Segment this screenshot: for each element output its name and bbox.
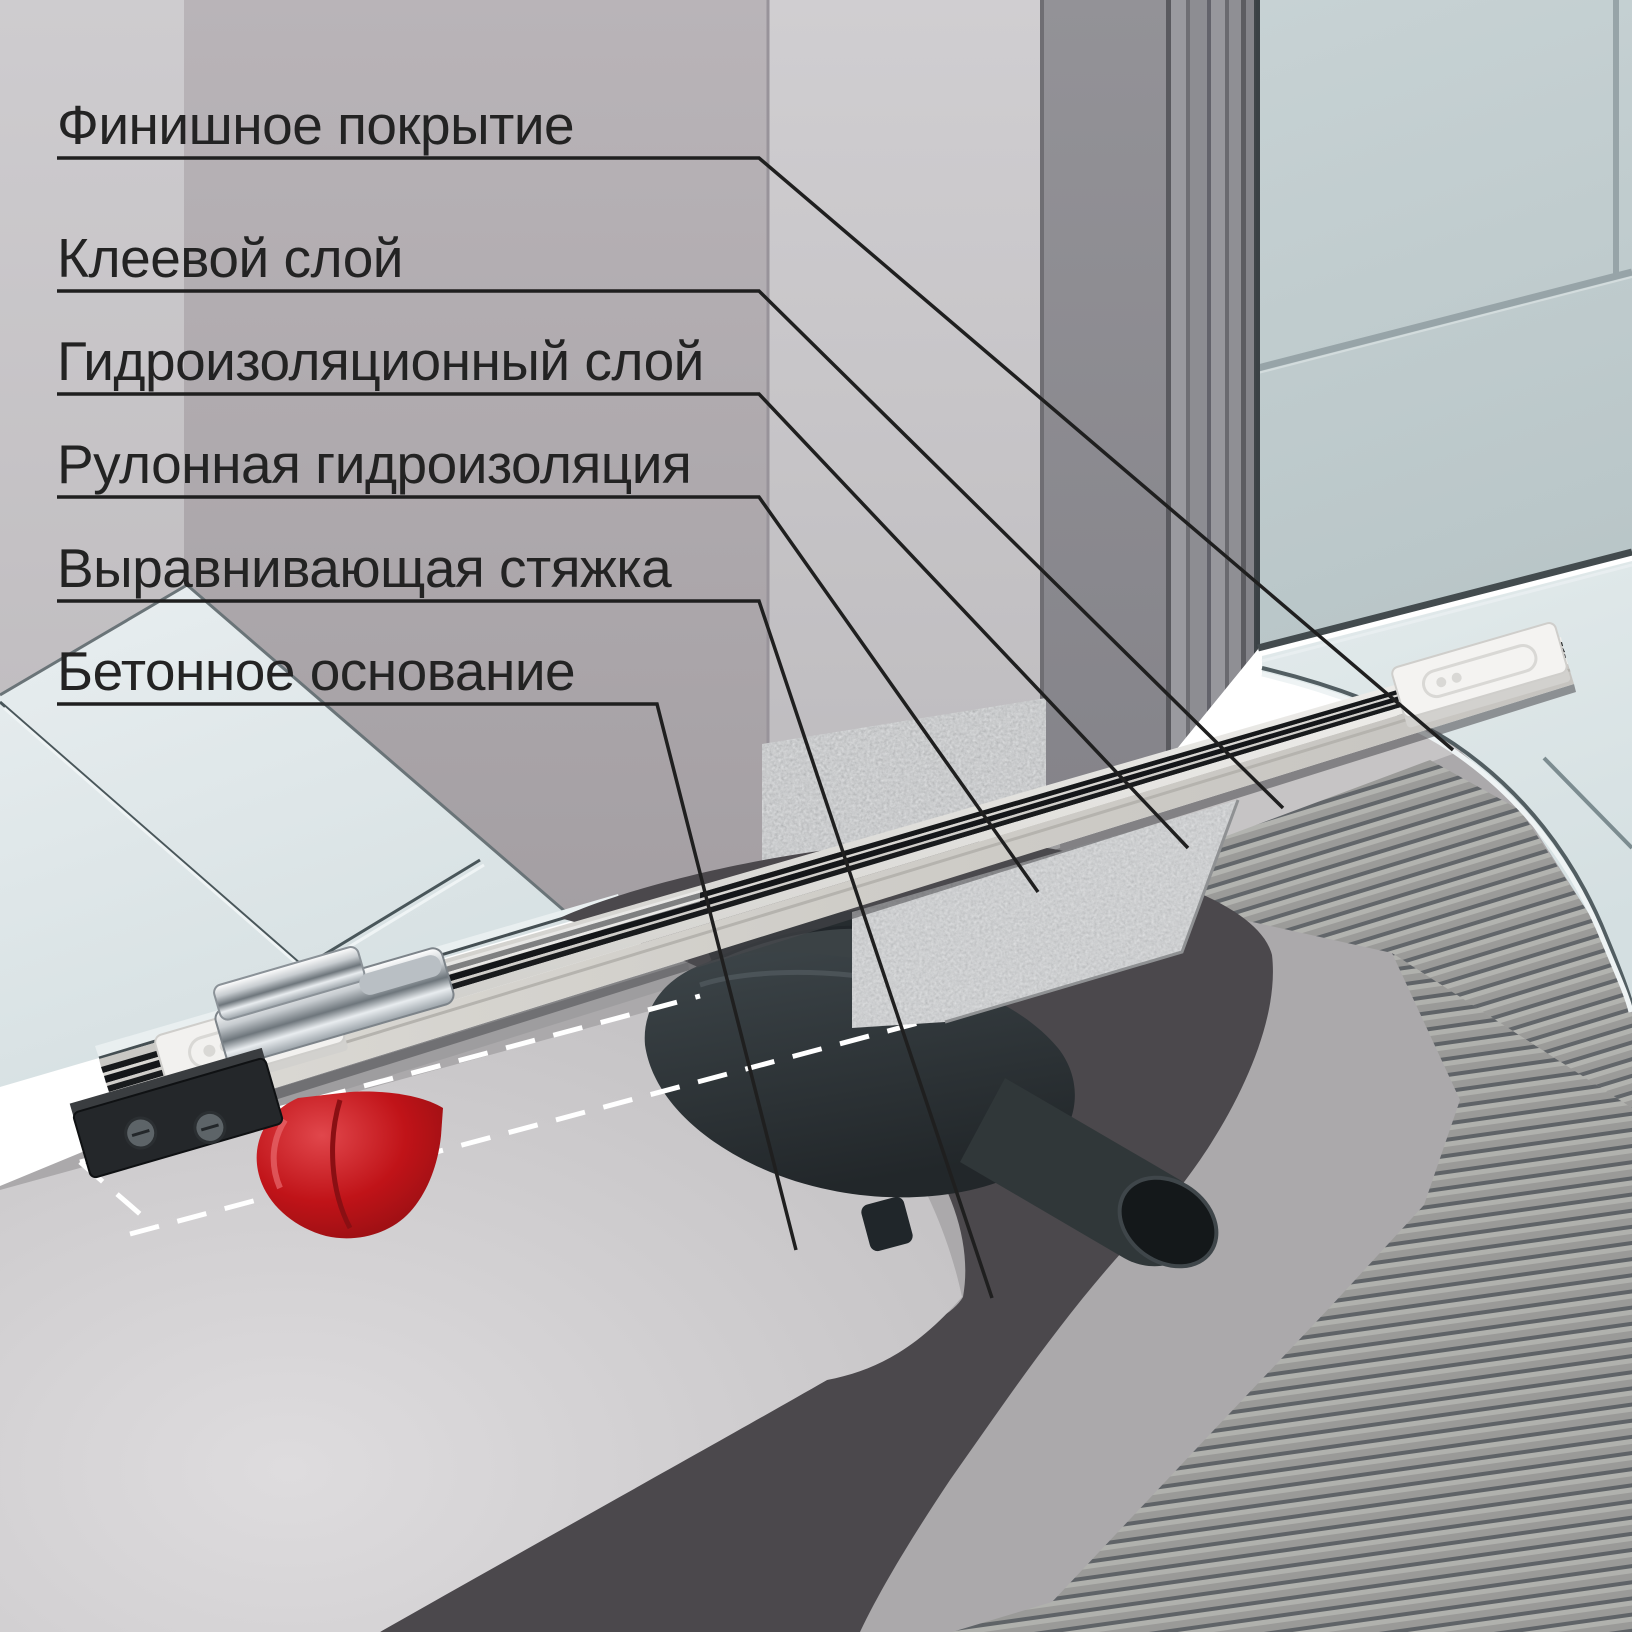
- tile-grout-highlight: [3, 706, 335, 998]
- layer-labels: Финишное покрытие Клеевой слой Гидроизол…: [57, 94, 704, 702]
- sheet-edge-shadow: [944, 799, 1240, 1024]
- leader-leveling-screed: [57, 599, 994, 1299]
- right-tile-wall-edge: [1261, 563, 1632, 663]
- leader-waterproofing-layer: [57, 392, 1190, 850]
- tile-wall-junction-left: [0, 583, 188, 697]
- label-roll-waterproofing: Рулонная гидроизоляция: [57, 433, 691, 495]
- right-tile-edge-shadow: [1261, 666, 1632, 1007]
- channel-end-cap-far: [1391, 622, 1571, 728]
- drain-mount-tab: [861, 1196, 913, 1252]
- wall-floor-shadow: [1257, 548, 1632, 652]
- grate-slot-3: [107, 654, 1566, 1092]
- channel-flange: [112, 664, 1574, 1136]
- flange-crease: [115, 668, 1571, 1114]
- tile-grout-line: [0, 700, 331, 992]
- grate-rib-2: [106, 652, 1565, 1086]
- combed-adhesive-field: [952, 953, 1632, 1632]
- screed-cut-edge: [380, 840, 1273, 1632]
- tile-wall-junction: [186, 583, 576, 922]
- leader-finish-coating: [57, 156, 1455, 752]
- leader-lines: [57, 156, 1455, 1299]
- label-adhesive-layer: Клеевой слой: [57, 227, 403, 289]
- leader-roll-waterproofing: [57, 495, 1040, 894]
- pipe-end: [1117, 1175, 1219, 1269]
- grate-rail-top: [99, 637, 1562, 1067]
- cap-logo-emboss: [1422, 643, 1538, 699]
- background-walls: [0, 0, 1632, 920]
- wall-tile-seam-horizontal: [1257, 268, 1632, 372]
- foot-crease: [330, 1099, 353, 1230]
- grate-slot-1: [101, 642, 1563, 1073]
- grate-slot-2: [104, 648, 1565, 1083]
- grate-rib-1: [103, 646, 1563, 1076]
- foot-highlight: [270, 1118, 288, 1190]
- label-concrete-base: Бетонное основание: [57, 640, 575, 702]
- channel-under-shadow: [121, 684, 1576, 1147]
- mounting-bracket: [69, 1047, 284, 1179]
- right-tile-grout: [1542, 756, 1632, 850]
- grate-rail-bottom: [109, 658, 1568, 1103]
- drain-channel: [69, 622, 1576, 1179]
- wall-tile-seam-highlight: [1257, 276, 1632, 374]
- height-adjustment-foot: [256, 1091, 443, 1239]
- chrome-clamp: [213, 946, 455, 1067]
- left-wall: [0, 0, 184, 695]
- recessed-wall: [1042, 0, 1166, 799]
- roll-waterproofing-sheet: [852, 799, 1240, 1028]
- wall-profile-strip: [1166, 0, 1258, 762]
- combed-adhesive-fan: [1090, 760, 1632, 1108]
- glass-tile-wall: [1256, 0, 1632, 648]
- leader-concrete-base: [57, 702, 798, 1251]
- label-finish-coating: Финишное покрытие: [57, 94, 574, 156]
- leader-adhesive-layer: [57, 289, 1285, 810]
- pillar-front-face: [184, 0, 768, 920]
- label-waterproofing-layer: Гидроизоляционный слой: [57, 330, 704, 392]
- label-leveling-screed: Выравнивающая стяжка: [57, 537, 672, 599]
